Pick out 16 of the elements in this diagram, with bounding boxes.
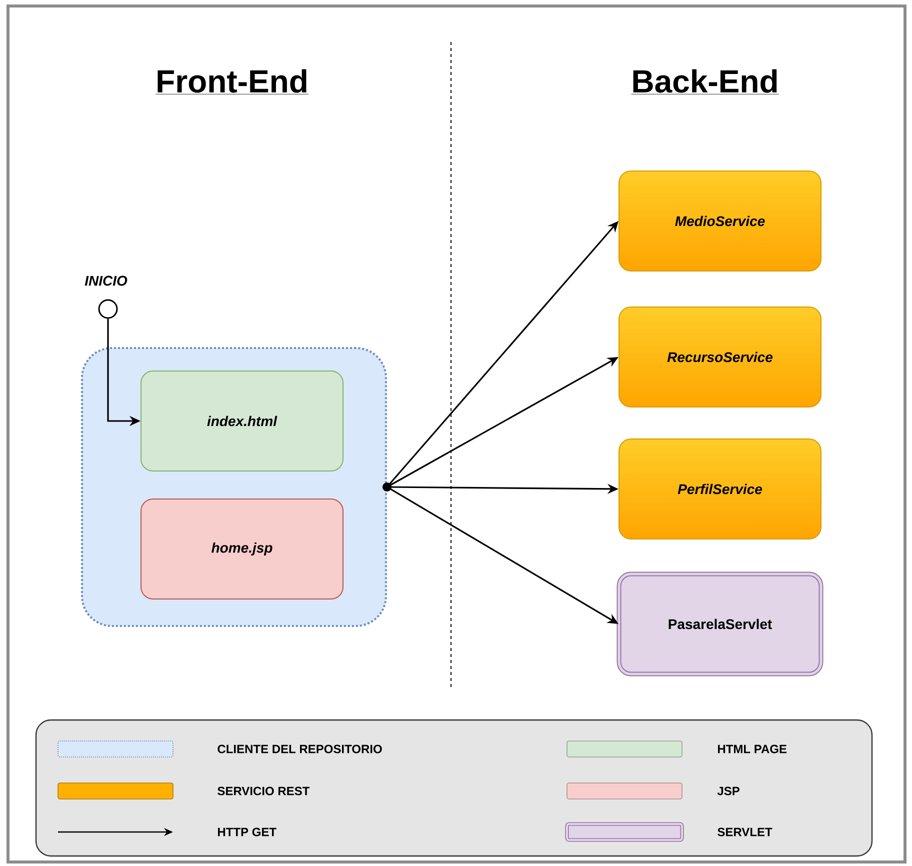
start-circle [98,299,118,319]
section-title: Back-End [631,69,779,94]
start-label: INICIO [84,276,128,286]
service-box: RecursoService [618,306,822,408]
legend-label: SERVICIO REST [218,786,310,796]
legend-label: HTML PAGE [718,744,786,754]
service-box: PerfilService [618,438,822,540]
service-box: MedioService [618,170,822,272]
legend-label: SERVLET [718,828,772,836]
section-title: Front-End [155,69,309,94]
servlet-box: PasarelaServlet [616,572,824,676]
page-box: index.html [140,370,344,472]
page-box: home.jsp [140,498,344,600]
legend-label: HTTP GET [218,828,276,836]
legend-label: JSP [717,786,740,796]
legend-label: CLIENTE DEL REPOSITORIO [218,744,382,754]
